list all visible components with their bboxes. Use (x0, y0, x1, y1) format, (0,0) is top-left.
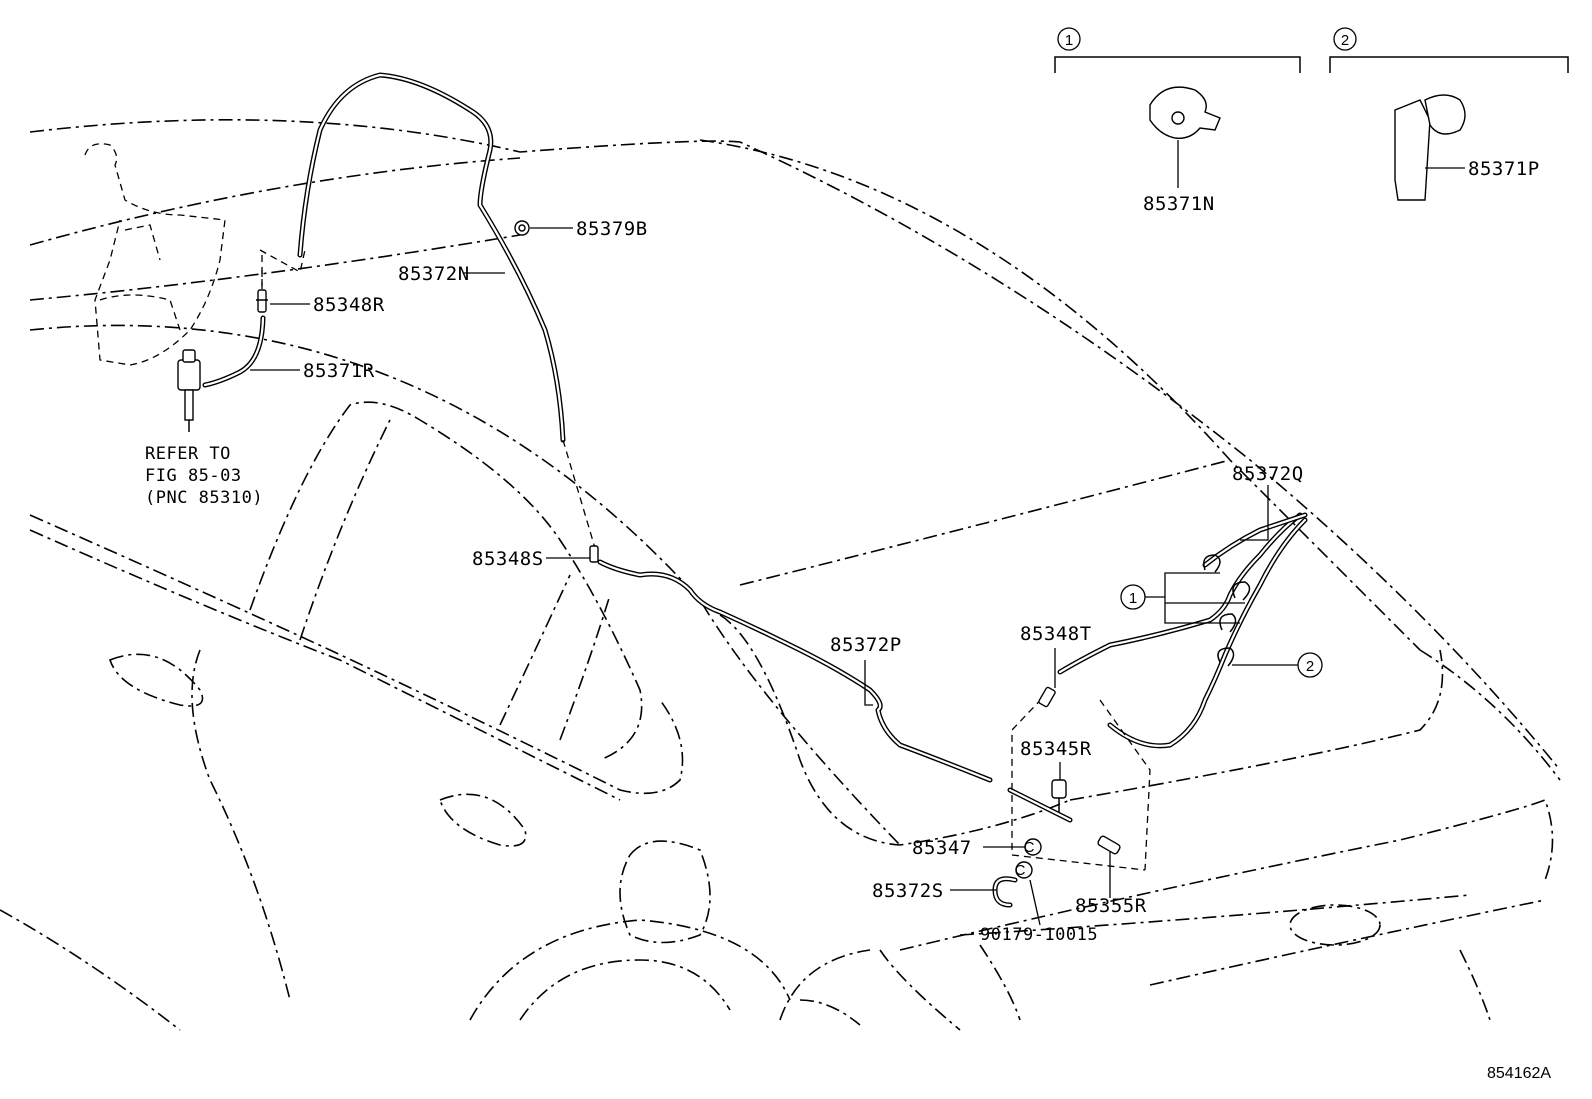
variant-2-box: 2 (1329, 27, 1569, 201)
label-90179-10015: 90179-10015 (980, 925, 1098, 945)
grommet-85347: C (1024, 838, 1042, 856)
nozzle-85371N (1149, 86, 1221, 188)
label-85371R: 85371R (303, 360, 375, 382)
label-85372N: 85372N (398, 263, 470, 285)
svg-text:C: C (1024, 839, 1035, 856)
connector-85348S (589, 545, 599, 563)
svg-text:C: C (1015, 862, 1026, 879)
connector-85348T (1038, 686, 1056, 708)
hose-clamps (1203, 554, 1251, 667)
connector-85348R (256, 289, 268, 313)
refer-note-line1: REFER TO (145, 444, 231, 464)
variant-1-box: 1 (1054, 27, 1301, 188)
clip-85379B (514, 220, 530, 236)
vehicle-body-outline (0, 119, 1561, 1031)
label-85372S: 85372S (872, 880, 944, 902)
hose-85372S-part (992, 876, 1018, 908)
label-85348S: 85348S (472, 548, 544, 570)
label-85347: 85347 (912, 837, 972, 859)
valve-85345R (1051, 779, 1067, 812)
label-85355R: 85355R (1075, 895, 1147, 917)
washer-pump (177, 349, 201, 432)
checkvalve-85355R (1097, 835, 1121, 855)
refer-note-line3: (PNC 85310) (145, 488, 263, 508)
label-85345R: 85345R (1020, 738, 1092, 760)
diagram-markers: 1 2 (1120, 572, 1323, 678)
marker-1-inline: 1 (1129, 590, 1137, 607)
nut-90179: C (1015, 861, 1033, 879)
small-parts: C C (177, 220, 1121, 908)
label-85371N: 85371N (1143, 193, 1215, 215)
washer-tank (84, 143, 306, 366)
marker-2-inline: 2 (1306, 658, 1314, 675)
figure-code: 854162A (1487, 1065, 1551, 1082)
variant-marker-1: 1 (1065, 32, 1073, 49)
label-85372Q: 85372Q (1232, 463, 1304, 485)
label-85371P: 85371P (1468, 158, 1540, 180)
label-85379B: 85379B (576, 218, 648, 240)
label-85372P: 85372P (830, 634, 902, 656)
label-85348T: 85348T (1020, 623, 1092, 645)
variant-marker-2: 2 (1341, 32, 1349, 49)
part-labels: 85379B 85372N 85348R 85371R REFER TO FIG… (145, 158, 1540, 945)
nozzle-85371P (1394, 94, 1466, 201)
refer-note-line2: FIG 85-03 (145, 466, 242, 486)
label-85348R: 85348R (313, 294, 385, 316)
washer-hoses (202, 72, 1308, 823)
leader-lines (250, 227, 1269, 926)
dashed-guides (261, 255, 1151, 871)
